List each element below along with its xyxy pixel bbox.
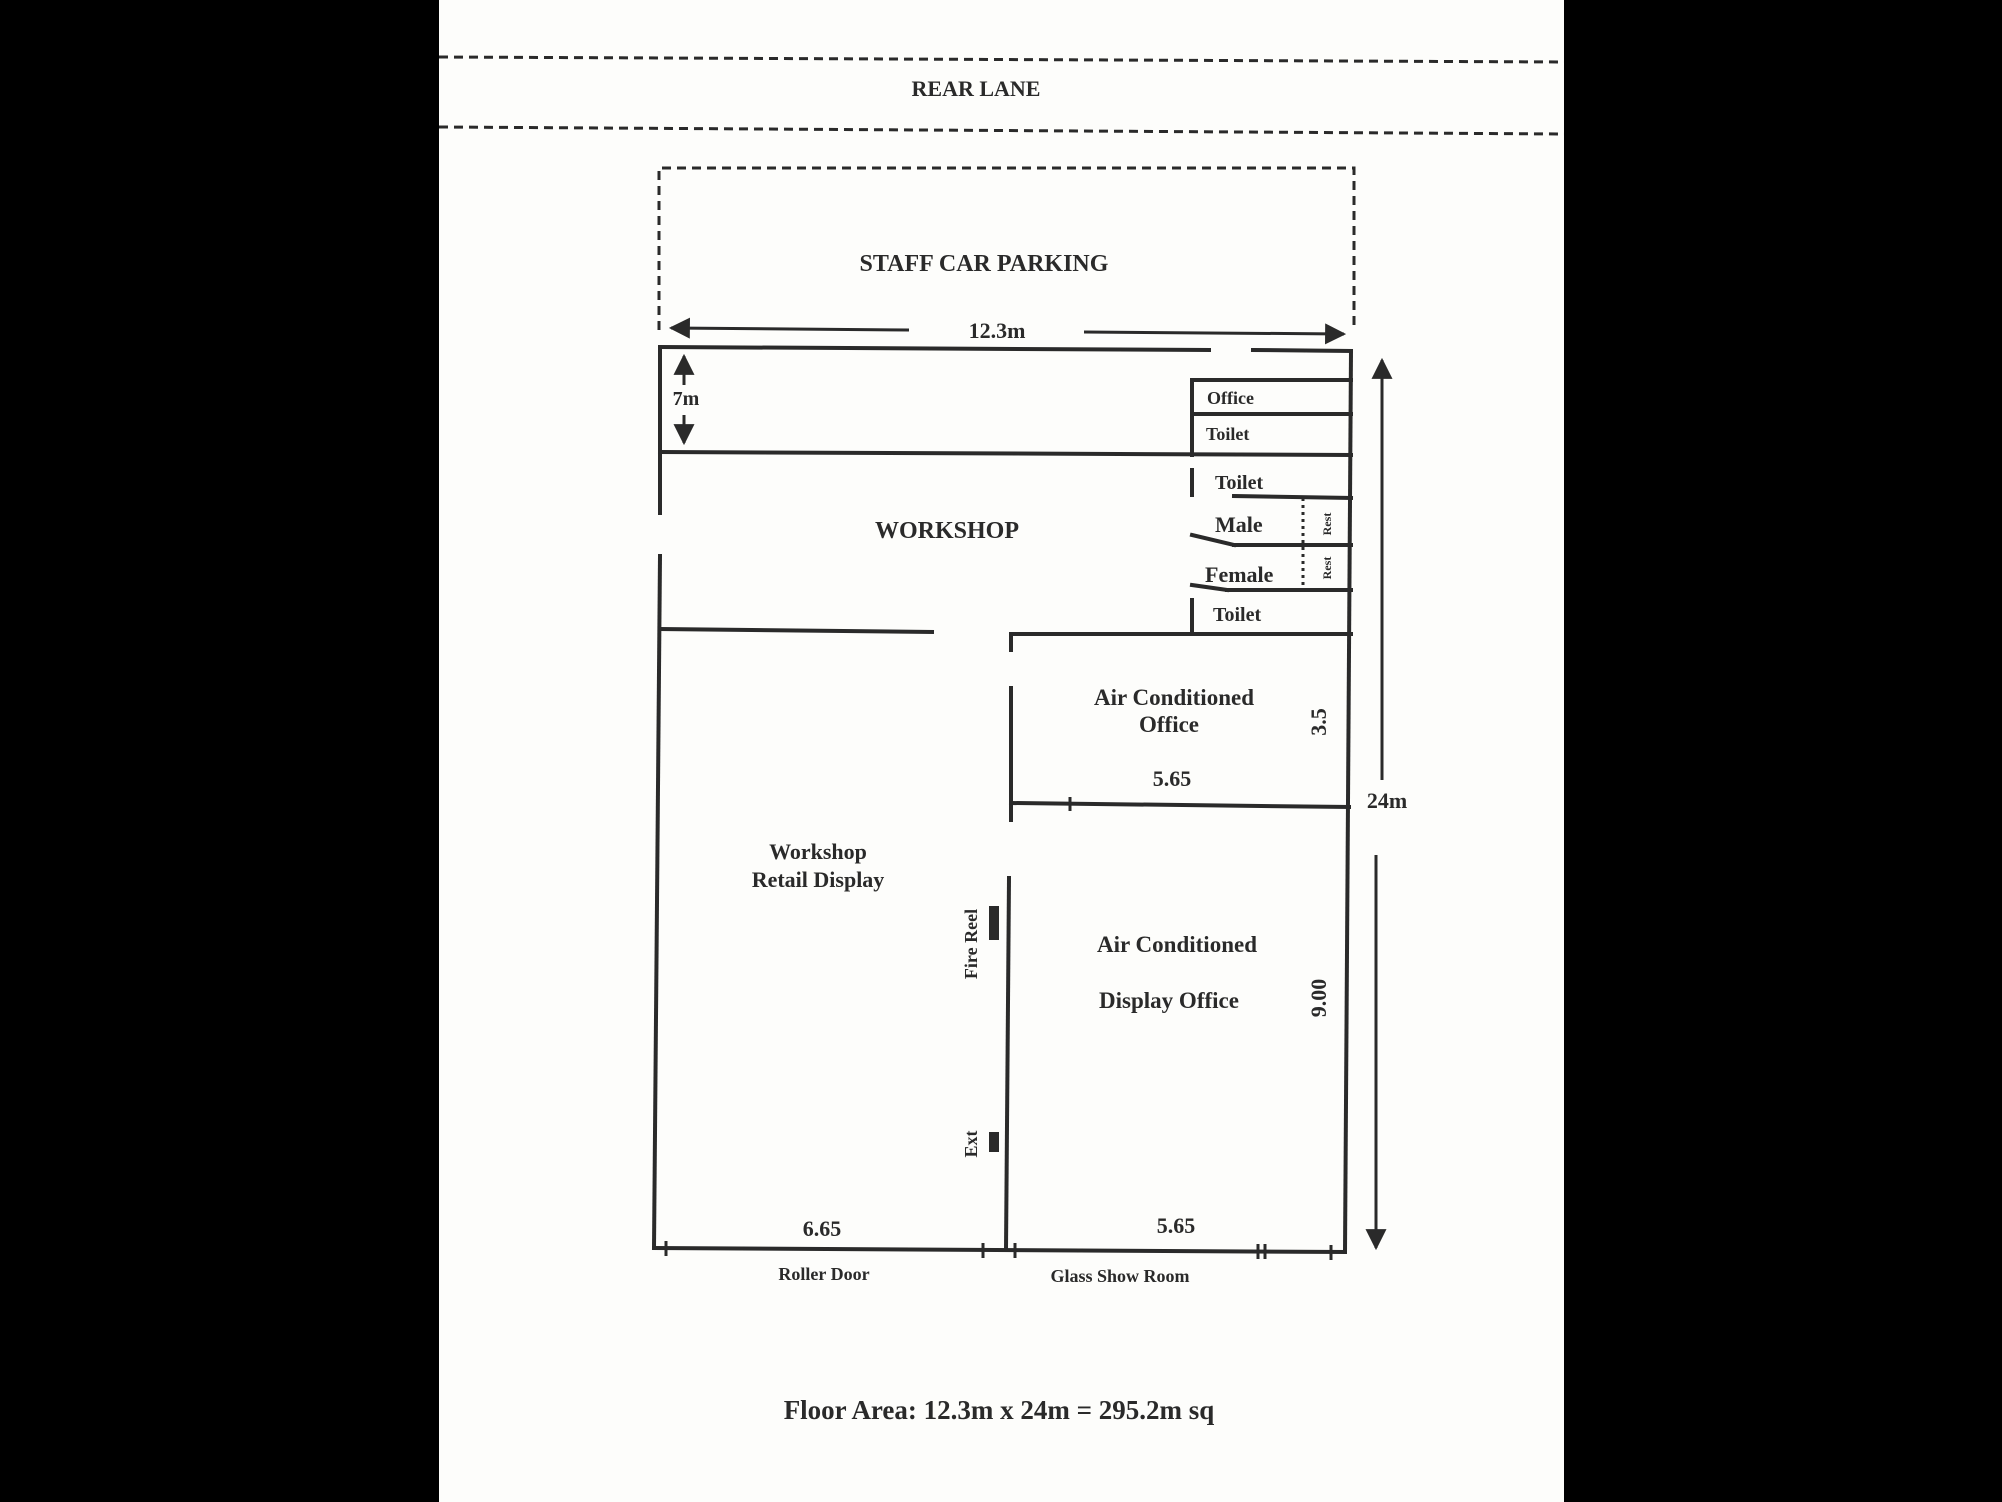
rear-lane-line-bottom [439, 125, 1564, 136]
rear-lane-label: REAR LANE [912, 76, 1041, 101]
staff-parking-label: STAFF CAR PARKING [860, 251, 1109, 277]
retail-label-1: Workshop [769, 839, 867, 864]
south-wall [651, 1245, 1348, 1255]
display-office-label-1: Air Conditioned [1097, 932, 1257, 957]
dim-6-65-label: 6.65 [803, 1216, 842, 1241]
male-west-stub [1189, 532, 1237, 548]
extinguisher-icon [989, 1132, 999, 1152]
rest-label-1: Rest [1320, 513, 1334, 536]
toilet-label-3: Toilet [1213, 604, 1261, 626]
staff-parking-outline [657, 166, 1356, 330]
width-dimension-right [1083, 323, 1347, 345]
floor-area-caption: Floor Area: 12.3m x 24m = 295.2m sq [784, 1395, 1215, 1425]
fire-reel-icon [989, 906, 999, 940]
toilet-male-divider [1231, 493, 1354, 501]
ac-office-label-1: Air Conditioned [1094, 685, 1254, 710]
total-depth-label: 24m [1367, 788, 1407, 813]
floor-plan-sheet: REAR LANE STAFF CAR PARKING 12.3m 7m Off… [439, 0, 1564, 1502]
office-west-wall-lower [1003, 875, 1012, 1253]
male-label: Male [1215, 512, 1263, 537]
west-wall-lower [651, 553, 663, 1251]
fire-reel-label: Fire Reel [961, 909, 981, 979]
workshop-north-wall [657, 449, 1354, 458]
ext-label: Ext [961, 1130, 981, 1157]
office-divider-wall [1008, 800, 1352, 810]
depth-7m-label: 7m [673, 388, 700, 410]
roller-door-label: Roller Door [778, 1264, 869, 1284]
toilet-label-1: Toilet [1206, 424, 1249, 444]
toilet-label-2: Toilet [1215, 472, 1263, 494]
office-label: Office [1207, 388, 1254, 408]
east-wall [1342, 348, 1354, 1255]
width-dimension-label: 12.3m [969, 318, 1026, 343]
workshop-south-wall-left [657, 626, 935, 635]
dim-3-5-label: 3.5 [1306, 708, 1331, 736]
rear-lane-line-top [439, 55, 1564, 64]
dim-5-65-mid-label: 5.65 [1153, 766, 1192, 791]
female-west-stub [1189, 582, 1230, 593]
floor-plan: REAR LANE STAFF CAR PARKING 12.3m 7m Off… [439, 55, 1564, 1425]
retail-label-2: Retail Display [752, 867, 885, 892]
ac-office-label-2: Office [1139, 712, 1199, 737]
width-dimension-left [668, 317, 910, 339]
glass-showroom-label: Glass Show Room [1050, 1266, 1189, 1286]
dim-5-65-bottom-label: 5.65 [1157, 1213, 1196, 1238]
north-wall-right [1250, 347, 1354, 354]
north-wall-left [657, 344, 1212, 353]
female-label: Female [1205, 562, 1274, 587]
workshop-label: WORKSHOP [875, 518, 1019, 544]
dim-9-00-label: 9.00 [1306, 979, 1331, 1018]
display-office-label-2: Display Office [1099, 988, 1239, 1013]
rest-label-2: Rest [1320, 557, 1334, 580]
